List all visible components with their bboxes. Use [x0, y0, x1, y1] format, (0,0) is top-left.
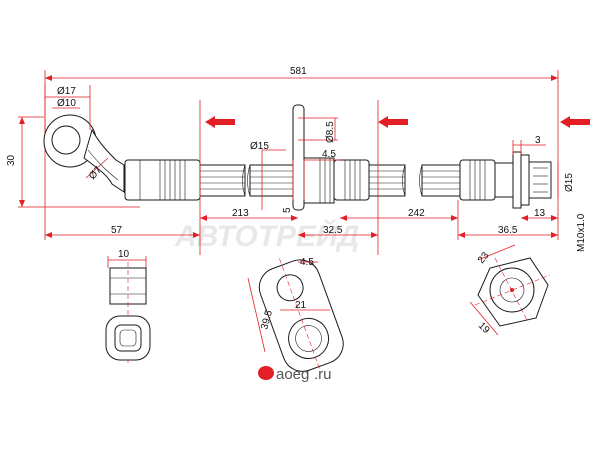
- label-57: 57: [111, 225, 123, 236]
- label-4-5b: 4.5: [300, 257, 314, 268]
- logo-brand: aoeg: [276, 366, 309, 383]
- label-d17: Ø17: [57, 86, 76, 97]
- dim-height-30: 30: [6, 116, 140, 208]
- label-32-5: 32.5: [323, 225, 343, 236]
- bracket-middle: [292, 104, 370, 211]
- label-23: 23: [476, 250, 492, 266]
- dim-bracket: Ø8.5 4.5 5: [282, 117, 340, 213]
- arrow-markers: [205, 116, 590, 128]
- label-30: 30: [6, 154, 17, 166]
- label-213: 213: [232, 208, 249, 219]
- label-m10: M10x1.0: [576, 213, 587, 252]
- label-13: 13: [534, 208, 546, 219]
- label-5: 5: [282, 207, 293, 213]
- dim-chain-lower: 57 32.5 36.5 M10x1.0: [45, 213, 587, 252]
- label-4-5a: 4.5: [322, 149, 336, 160]
- label-242: 242: [408, 208, 425, 219]
- dim-banjo: Ø17 Ø10: [44, 85, 91, 130]
- hose-segment-1: [199, 164, 296, 197]
- detail-end-fitting: 23 19: [469, 244, 551, 336]
- label-39-5: 39.5: [259, 309, 275, 331]
- reference-lines: [199, 100, 459, 255]
- hose-segment-2: [368, 164, 461, 197]
- label-d15-fitting: Ø15: [564, 173, 575, 192]
- detail-bracket-plate: 4.5 21 39.5: [247, 257, 344, 372]
- label-d8-5: Ø8.5: [325, 121, 336, 143]
- dim-hose: Ø15: [250, 141, 286, 210]
- dim-chain-upper: 213 242 13: [200, 208, 558, 221]
- dim-fitting: 3 Ø15: [512, 135, 575, 198]
- fitting-right: [459, 151, 552, 209]
- label-d15-hose: Ø15: [250, 141, 269, 152]
- watermark-text: АВТОТРЕЙД: [174, 218, 359, 253]
- detail-banjo-views: 10: [105, 249, 151, 365]
- label-19: 19: [476, 320, 492, 336]
- logo-domain: .ru: [314, 366, 332, 383]
- label-10: 10: [118, 249, 130, 260]
- label-21: 21: [295, 300, 307, 311]
- label-3: 3: [535, 135, 541, 146]
- label-36-5: 36.5: [498, 225, 518, 236]
- banjo-fitting: [43, 114, 125, 193]
- ferrule-left: [124, 159, 201, 201]
- brand-logo: aoeg .ru: [258, 366, 332, 383]
- label-581: 581: [290, 66, 307, 77]
- label-d10: Ø10: [57, 98, 76, 109]
